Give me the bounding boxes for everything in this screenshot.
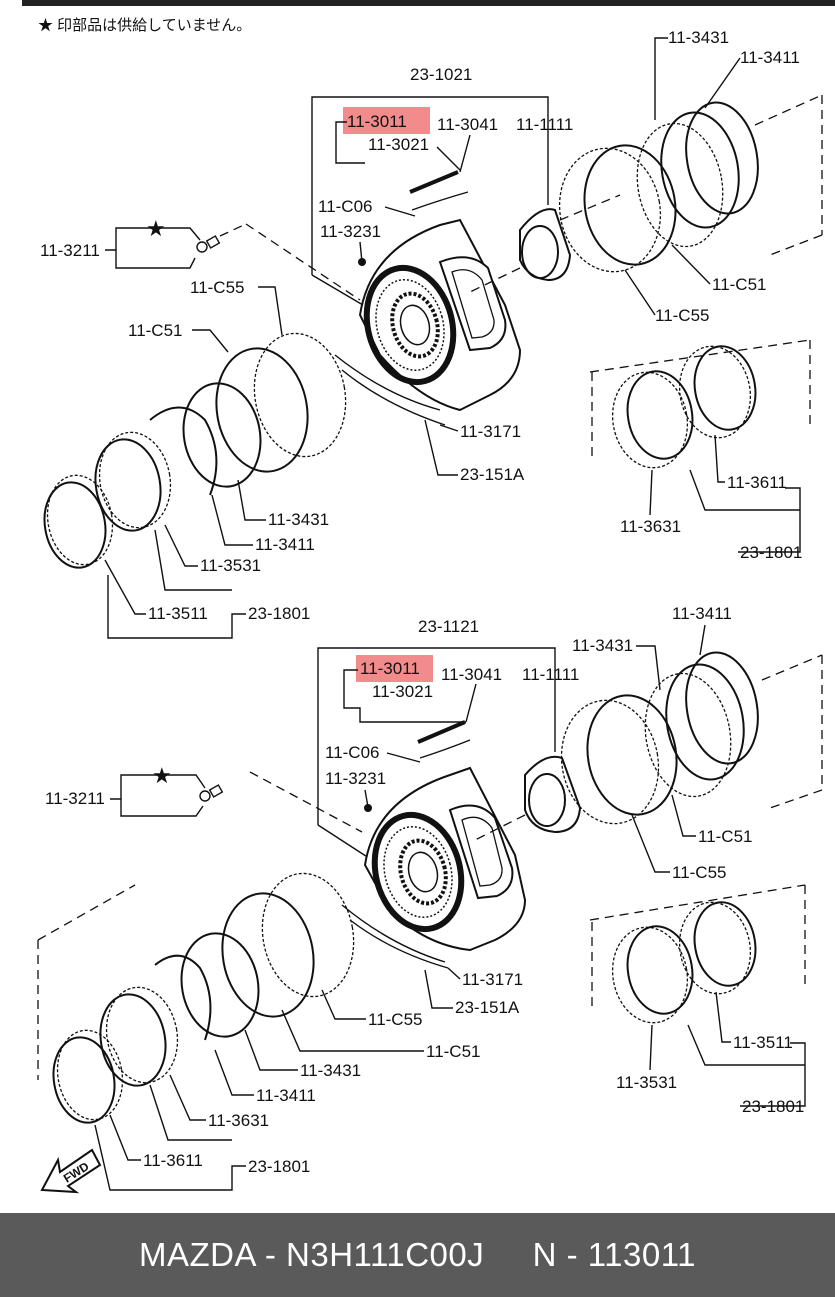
label-right-11-C55[interactable]: 11-C55 [672,863,727,882]
lower-assembly-label: 23-1121 [418,617,479,636]
label-right-11-3531[interactable]: 11-3531 [616,1073,677,1092]
label-11-3411[interactable]: 11-3411 [255,535,315,554]
label-right-11-3511[interactable]: 11-3511 [733,1033,793,1052]
label-23-151A[interactable]: 23-151A [460,465,525,484]
upper-rotor-group: 23-1021 11-3011 11-3041 11-1111 11-3021 … [40,28,823,639]
label-11-3511[interactable]: 11-3511 [148,604,208,623]
label-11-C06[interactable]: 11-C06 [318,197,373,216]
label-11-3531[interactable]: 11-3531 [200,556,261,575]
label-right-11-3431[interactable]: 11-3431 [572,636,633,655]
label-11-3211[interactable]: 11-3211 [45,789,105,808]
label-11-C51[interactable]: 11-C51 [128,321,183,340]
footer-part-number: N - 113011 [532,1236,696,1273]
label-right-11-C51[interactable]: 11-C51 [712,275,767,294]
label-11-3411[interactable]: 11-3411 [256,1086,316,1105]
label-11-3021[interactable]: 11-3021 [368,135,429,154]
label-11-3231[interactable]: 11-3231 [320,222,381,241]
lower-rotor-group: 23-1121 11-3011 11-3041 11-1111 11-3021 … [37,604,823,1194]
footer-brand-part: MAZDA - N3H111C00J [139,1236,485,1273]
label-11-C55[interactable]: 11-C55 [190,278,245,297]
label-11-3431[interactable]: 11-3431 [268,510,329,529]
label-11-3431[interactable]: 11-3431 [300,1061,361,1080]
upper-part-11-3011[interactable]: 11-3011 [347,112,407,131]
lower-part-11-3011[interactable]: 11-3011 [360,659,420,678]
legend-note: ★ 印部品は供給していません。 [38,17,251,34]
label-right-11-3631[interactable]: 11-3631 [620,517,681,536]
label-right-11-3611[interactable]: 11-3611 [727,473,787,492]
upper-highlight-box [343,107,430,134]
label-23-1801[interactable]: 23-1801 [248,604,310,623]
label-11-3631[interactable]: 11-3631 [208,1111,269,1130]
label-right-11-3411[interactable]: 11-3411 [672,604,732,623]
label-11-3041[interactable]: 11-3041 [437,115,498,134]
label-11-1111[interactable]: 11-1111 [522,665,579,684]
label-right-11-C55[interactable]: 11-C55 [655,306,710,325]
label-11-C06[interactable]: 11-C06 [325,743,380,762]
lower-rotor [363,766,527,952]
label-right-11-3411[interactable]: 11-3411 [740,48,800,67]
label-11-1111[interactable]: 11-1111 [516,115,573,134]
label-right-11-C51[interactable]: 11-C51 [698,827,753,846]
top-border [22,0,835,6]
label-11-C55[interactable]: 11-C55 [368,1010,423,1029]
exploded-parts-diagram: ★ 印部品は供給していません。 23-1021 11-3011 11-3041 … [37,17,823,1194]
lower-highlight-box [356,655,433,682]
label-11-3611[interactable]: 11-3611 [143,1151,203,1170]
label-23-1801[interactable]: 23-1801 [248,1157,310,1176]
svg-text:★: ★ [146,216,166,241]
lower-stationary-gear [474,755,582,841]
part-footer: MAZDA - N3H111C00J N - 113011 [0,1213,835,1297]
label-11-3041[interactable]: 11-3041 [441,665,502,684]
svg-text:★: ★ [152,763,172,788]
upper-assembly-label: 23-1021 [410,65,472,84]
label-23-151A[interactable]: 23-151A [455,998,520,1017]
label-11-3171[interactable]: 11-3171 [460,422,521,441]
label-11-C51[interactable]: 11-C51 [426,1042,481,1061]
label-11-3021[interactable]: 11-3021 [372,682,433,701]
upper-stationary-gear [469,194,621,293]
label-11-3231[interactable]: 11-3231 [325,769,386,788]
label-11-3171[interactable]: 11-3171 [462,970,523,989]
label-right-11-3431[interactable]: 11-3431 [668,28,729,47]
label-11-3211[interactable]: 11-3211 [40,241,100,260]
fwd-arrow-icon: FWD [40,1148,102,1194]
upper-rotor [358,218,522,412]
